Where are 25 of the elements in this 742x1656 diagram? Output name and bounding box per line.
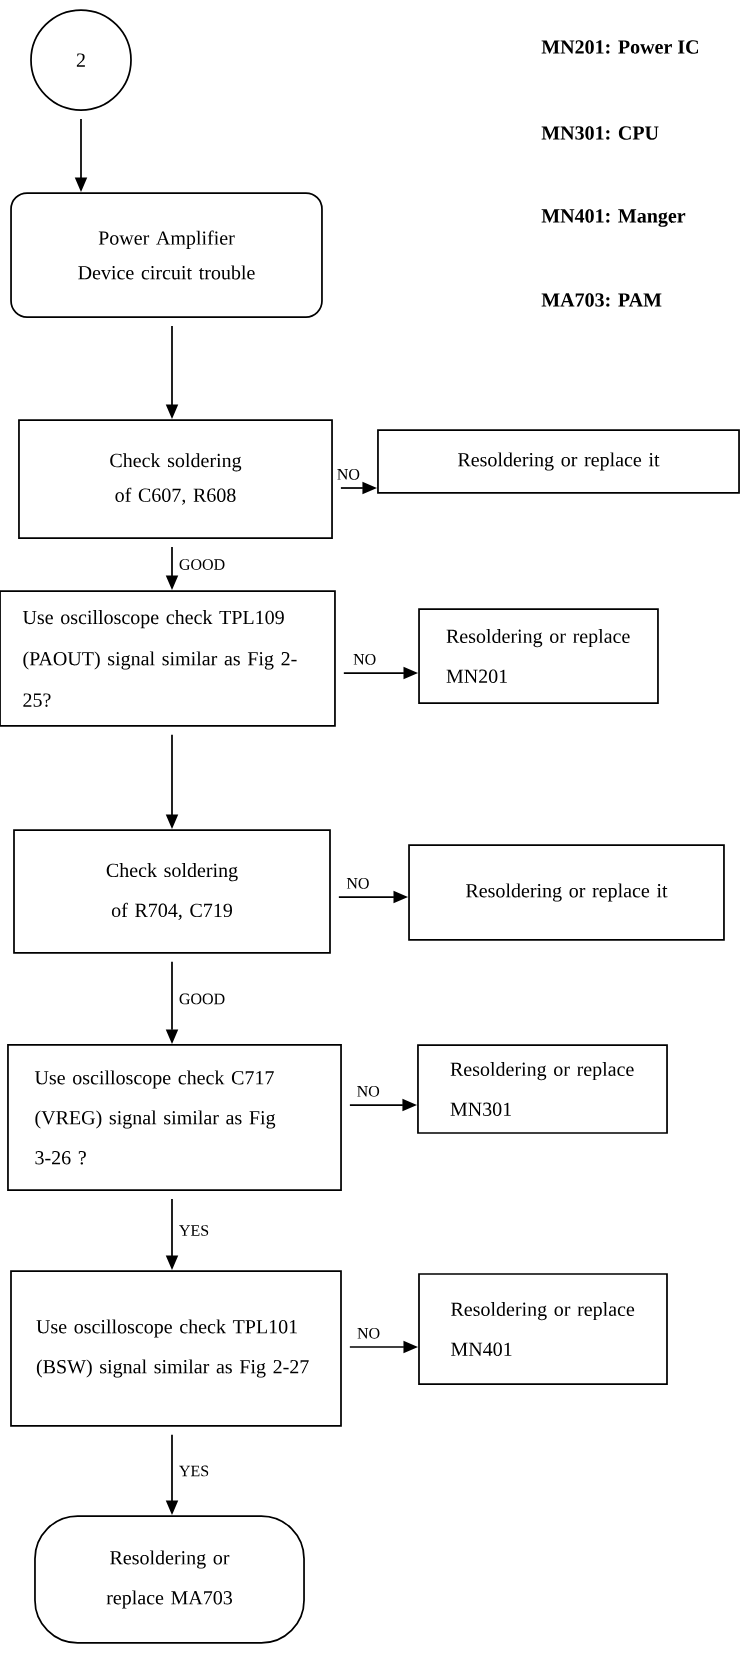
edge-label: NO (346, 878, 369, 889)
part-label: MN201: Power IC (541, 40, 698, 54)
edge-label: NO (357, 1086, 380, 1097)
process-box: Check soldering of R704, C719 (13, 829, 331, 954)
part-label: MN301: CPU (541, 126, 659, 140)
part-label: MA703: PAM (541, 293, 662, 307)
process-box: Use oscilloscope check TPL101 (BSW) signal similar as Fig 2-27 (10, 1270, 342, 1427)
edge-label: GOOD (179, 559, 225, 570)
process-box: Resoldering or replace it (408, 844, 725, 941)
process-box: Resoldering or replace it (377, 429, 740, 494)
process-box: Check soldering of C607, R608 (18, 419, 333, 539)
start-box: Power Amplifier Device circuit trouble (10, 192, 323, 318)
edge-label: YES (179, 1465, 209, 1477)
process-box: Use oscilloscope check C717 (VREG) signal similar as Fig 3-26 ? (7, 1044, 342, 1191)
edge-label: NO (337, 469, 360, 480)
terminal-box: Resoldering or replace MA703 (34, 1515, 305, 1644)
process-box: Resoldering or replace MN401 (418, 1273, 668, 1385)
process-box: Resoldering or replace MN301 (417, 1044, 668, 1134)
edge-label: NO (357, 1328, 380, 1339)
edge-label: YES (179, 1225, 209, 1236)
process-box: Resoldering or replace MN201 (418, 608, 659, 704)
process-box: Use oscilloscope check TPL109 (PAOUT) signal similar as Fig 2-25? (0, 590, 336, 727)
edge-label: GOOD (179, 993, 225, 1005)
edge-label: NO (353, 654, 376, 665)
part-label: MN401: Manger (541, 209, 686, 227)
